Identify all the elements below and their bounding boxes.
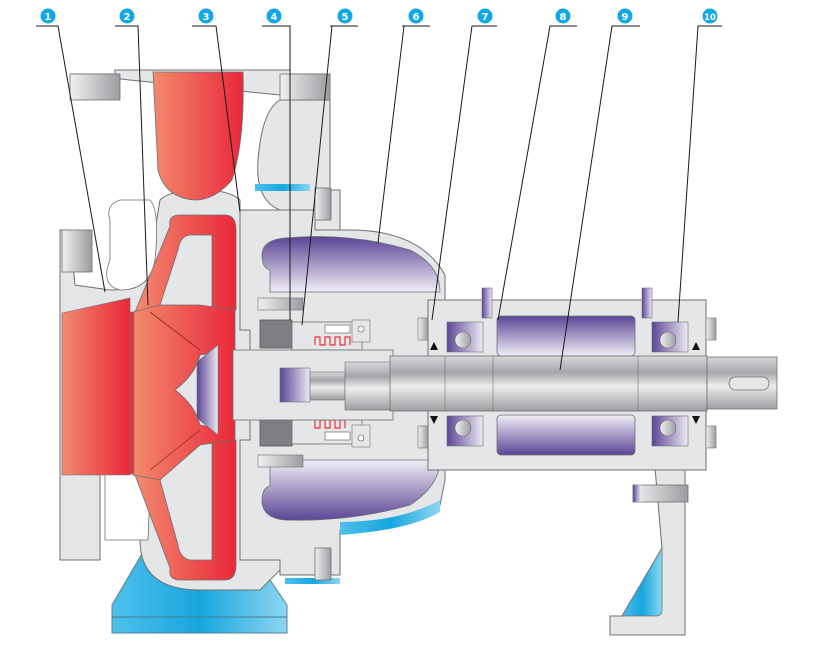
- foot-bolt: [632, 484, 689, 503]
- impeller-nut: [196, 344, 219, 436]
- grease-nipple: [641, 287, 653, 319]
- pump-shaft: [389, 355, 778, 412]
- callout-number: 6: [413, 12, 420, 23]
- callout-7: 7: [431, 8, 497, 321]
- suction-fluid: [61, 297, 132, 476]
- bearing-support-foot: [609, 467, 689, 636]
- callout-leader-line: [377, 25, 430, 244]
- callout-number: 3: [203, 12, 210, 23]
- callout-number: 5: [342, 12, 349, 23]
- callout-badge: [119, 8, 135, 24]
- callout-leader-line: [115, 25, 149, 306]
- callout-badge: [266, 8, 282, 24]
- callout-number: 7: [482, 12, 489, 23]
- callout-6: 6: [377, 8, 430, 244]
- callout-leader-line: [301, 25, 358, 326]
- callout-5: 5: [301, 8, 358, 326]
- callout-1: 1: [36, 8, 106, 293]
- callout-leader-line: [262, 25, 291, 320]
- discharge-fluid: [152, 71, 244, 201]
- callout-badge: [617, 8, 633, 24]
- callout-8: 8: [497, 8, 577, 321]
- callout-number: 9: [622, 12, 629, 23]
- callout-leader-line: [559, 25, 640, 371]
- callout-3: 3: [192, 8, 241, 213]
- callout-number: 4: [271, 12, 278, 23]
- callout-number: 1: [45, 12, 52, 23]
- callout-leader-line: [192, 25, 241, 213]
- callout-badge: [702, 8, 718, 24]
- callout-leader-line: [431, 25, 497, 321]
- callout-number: 2: [124, 12, 131, 23]
- impeller: [129, 214, 237, 581]
- callout-leader-line: [497, 25, 577, 321]
- callout-badge: [40, 8, 56, 24]
- callout-number: 8: [560, 12, 567, 23]
- callout-badge: [555, 8, 571, 24]
- callout-leader-line: [36, 25, 106, 293]
- bolt: [314, 187, 332, 221]
- callout-2: 2: [115, 8, 149, 306]
- rear-bearing: [651, 321, 689, 447]
- callout-badge: [408, 8, 424, 24]
- keyway: [728, 376, 770, 391]
- grease-nipple: [481, 287, 493, 319]
- callout-number: 10: [704, 13, 716, 23]
- shaft-sleeve: [232, 349, 396, 421]
- callout-badge: [477, 8, 493, 24]
- mechanical-seal: [257, 297, 371, 468]
- callout-9: 9: [559, 8, 640, 371]
- callout-10: 10: [677, 8, 722, 323]
- callouts: 1 2 3 4 5 6 7 8 9 10: [36, 8, 722, 371]
- callout-badge: [198, 8, 214, 24]
- bolt: [314, 547, 332, 581]
- callout-4: 4: [262, 8, 291, 320]
- callout-badge: [337, 8, 353, 24]
- casing-bolts: [314, 187, 332, 581]
- callout-leader-line: [677, 25, 722, 323]
- front-bearing: [446, 321, 484, 447]
